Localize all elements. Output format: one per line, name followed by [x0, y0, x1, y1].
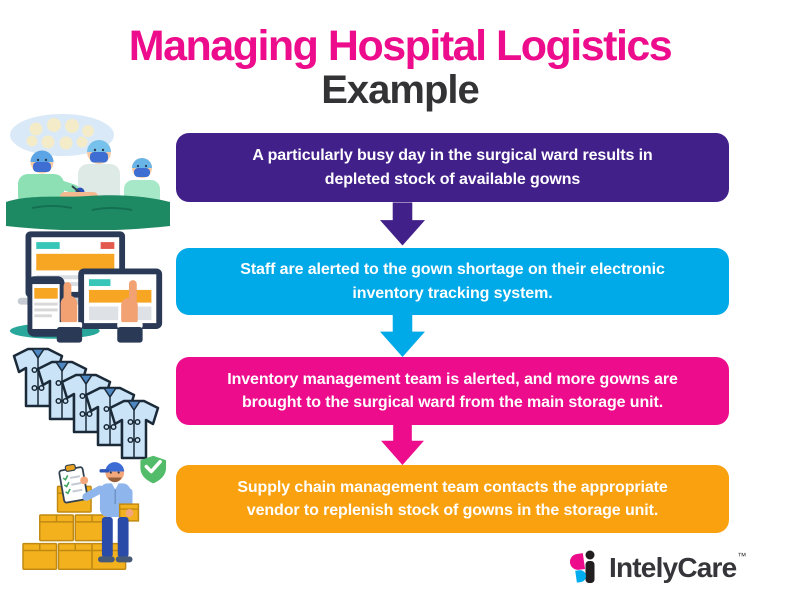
down-arrow-icon: [381, 424, 424, 465]
electronic-devices-illustration: [9, 231, 163, 343]
left-hand: [56, 282, 83, 343]
step-3-text-line-1: Inventory management team is alerted, an…: [227, 370, 678, 388]
step-2-text-line-1: Staff are alerted to the gown shortage o…: [240, 261, 665, 279]
step-2-text-line-2: inventory tracking system.: [352, 284, 553, 302]
smartphone-icon: [27, 276, 65, 337]
step-1-text-line-1: A particularly busy day in the surgical …: [252, 147, 653, 165]
shield-check-icon: [140, 455, 167, 484]
clipboard-icon: [58, 463, 89, 504]
step-3-text-line-2: brought to the surgical ward from the ma…: [241, 394, 664, 411]
operating-table: [6, 192, 170, 230]
supply-delivery-illustration: [22, 455, 167, 570]
operating-lamp-icon: [10, 114, 114, 156]
step-2-box: Staff are alerted to the gown shortage o…: [176, 248, 729, 315]
down-arrow-icon: [379, 202, 426, 246]
page-subtitle: Example: [321, 68, 480, 112]
tablet-icon: [78, 268, 163, 329]
step-1-box: A particularly busy day in the surgical …: [176, 133, 729, 202]
step-4-box: Supply chain management team contacts th…: [176, 465, 729, 533]
surgical-team-illustration: [6, 114, 170, 230]
trademark-symbol: ™: [737, 550, 747, 561]
step-4-text-line-2: vendor to replenish stock of gowns in th…: [246, 502, 659, 519]
step-4-text-line-1: Supply chain management team contacts th…: [237, 478, 668, 496]
hospital-gowns-illustration: [12, 347, 160, 460]
page-title: Managing Hospital Logistics: [128, 22, 673, 70]
delivery-person: [80, 462, 140, 563]
intelycare-logo-mark: [570, 550, 595, 583]
step-3-box: Inventory management team is alerted, an…: [176, 357, 729, 425]
intelycare-logo: IntelyCare™: [568, 546, 747, 590]
step-1-text-line-2: depleted stock of available gowns: [324, 170, 581, 188]
down-arrow-icon: [380, 314, 425, 357]
right-hand: [117, 280, 143, 343]
logo-wordmark: IntelyCare: [609, 552, 737, 583]
